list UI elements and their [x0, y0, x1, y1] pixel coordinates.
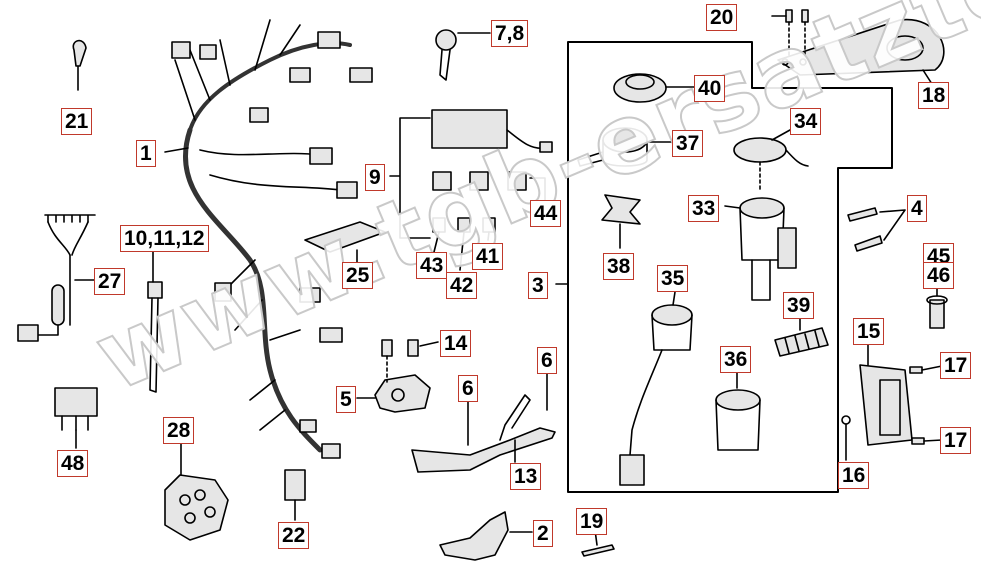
- callout-4: 4: [907, 195, 927, 222]
- callout-14: 14: [440, 330, 472, 357]
- callout-13: 13: [510, 463, 542, 490]
- callout-39: 39: [783, 292, 815, 319]
- part-4-bolts: [847, 207, 906, 252]
- callout-20: 20: [706, 4, 738, 31]
- callout-17-bottom: 17: [940, 427, 972, 454]
- callout-34: 34: [790, 108, 822, 135]
- callout-18: 18: [918, 82, 950, 109]
- callout-28: 28: [163, 417, 195, 444]
- callout-48: 48: [57, 450, 89, 477]
- callout-22: 22: [278, 522, 310, 549]
- part-36-seat-lock: [715, 371, 761, 451]
- callout-9: 9: [365, 164, 385, 191]
- callout-5: 5: [336, 386, 356, 413]
- part-22-connector: [284, 469, 306, 521]
- callout-2: 2: [533, 520, 553, 547]
- part-9-cdi-unit: [389, 109, 553, 239]
- part-33-ignition-lock: [724, 197, 797, 301]
- part-5-bracket: [356, 339, 439, 413]
- parts-41-44-relays: [432, 171, 546, 271]
- callout-33: 33: [688, 195, 720, 222]
- part-21-clip: [72, 39, 87, 91]
- callout-37: 37: [672, 130, 704, 157]
- assembly-box: [567, 41, 893, 493]
- part-28-connector-block: [164, 441, 229, 541]
- callout-19: 19: [576, 508, 608, 535]
- callout-40: 40: [694, 75, 726, 102]
- part-37-switch: [577, 127, 673, 167]
- callout-21: 21: [61, 108, 93, 135]
- part-2-lower-bracket: [439, 511, 533, 561]
- callout-46: 46: [923, 262, 955, 289]
- callout-43: 43: [416, 252, 448, 279]
- part-15-housing: [841, 339, 943, 461]
- callout-1: 1: [136, 140, 156, 167]
- part-7-key: [435, 29, 491, 81]
- part-25-plate: [304, 221, 386, 263]
- part-34-cover: [733, 129, 809, 193]
- callout-41: 41: [472, 243, 504, 270]
- part-38-clip: [601, 194, 641, 249]
- callout-7-8: 7,8: [491, 20, 529, 47]
- callout-3: 3: [528, 272, 548, 299]
- part-1-wiring-harness: [164, 19, 373, 459]
- callout-6-right: 6: [537, 347, 557, 374]
- callout-17-top: 17: [940, 352, 972, 379]
- callout-44: 44: [530, 200, 562, 227]
- callout-38: 38: [603, 253, 635, 280]
- part-48-relay: [54, 387, 98, 449]
- callout-27: 27: [94, 268, 126, 295]
- callout-42: 42: [446, 272, 478, 299]
- callout-35: 35: [657, 265, 689, 292]
- part-40-cap: [613, 73, 695, 103]
- callout-10-11-12: 10,11,12: [120, 225, 209, 252]
- callout-6: 6: [458, 375, 478, 402]
- part-10-cable-tie: [147, 247, 163, 393]
- part-35-switch-cable: [619, 291, 693, 486]
- callout-36: 36: [720, 346, 752, 373]
- part-13-bracket: [411, 371, 556, 473]
- part-39-grip: [774, 317, 829, 357]
- part-46-bushing: [926, 283, 948, 329]
- callout-16: 16: [838, 462, 870, 489]
- part-27-sensor: [17, 214, 96, 342]
- callout-15: 15: [853, 318, 885, 345]
- callout-25: 25: [342, 262, 374, 289]
- part-18-bracket: [771, 9, 945, 85]
